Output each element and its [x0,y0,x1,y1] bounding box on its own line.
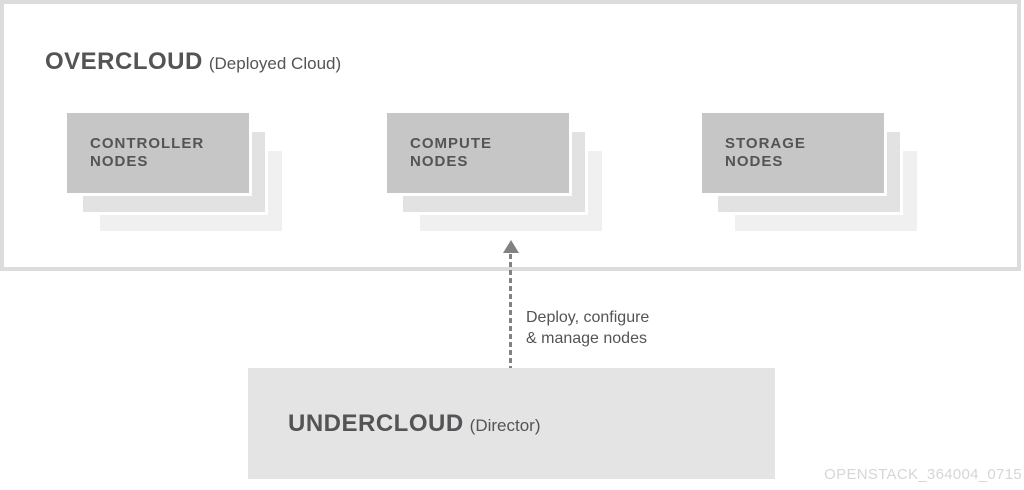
node-label-line2: NODES [90,153,149,170]
storage-nodes-box: STORAGE NODES [702,113,884,193]
overcloud-title: OVERCLOUD (Deployed Cloud) [45,48,341,76]
node-label-line1: STORAGE [725,135,806,152]
controller-nodes-stack: CONTROLLER NODES [67,113,282,231]
compute-nodes-stack: COMPUTE NODES [387,113,602,231]
deploy-label-line1: Deploy, configure [526,309,650,326]
compute-nodes-box: COMPUTE NODES [387,113,569,193]
overcloud-title-text: OVERCLOUD [45,48,203,75]
arrow-dashed-line [509,254,512,368]
node-label-line2: NODES [410,153,469,170]
node-label-line2: NODES [725,153,784,170]
undercloud-subtitle: (Director) [469,415,541,435]
undercloud-title: UNDERCLOUD(Director) [288,410,541,438]
node-label-line1: CONTROLLER [90,135,205,152]
controller-nodes-box: CONTROLLER NODES [67,113,249,193]
storage-nodes-stack: STORAGE NODES [702,113,917,231]
node-label-line1: COMPUTE [410,135,492,152]
arrow-head-icon [503,240,519,253]
overcloud-subtitle: (Deployed Cloud) [208,54,342,73]
watermark-text: OPENSTACK_364004_0715 [824,466,1022,483]
undercloud-title-text: UNDERCLOUD [288,409,464,437]
undercloud-container: UNDERCLOUD(Director) [248,368,775,479]
deploy-arrow-label: Deploy, configure & manage nodes [526,307,649,349]
deploy-label-line2: & manage nodes [526,330,647,347]
